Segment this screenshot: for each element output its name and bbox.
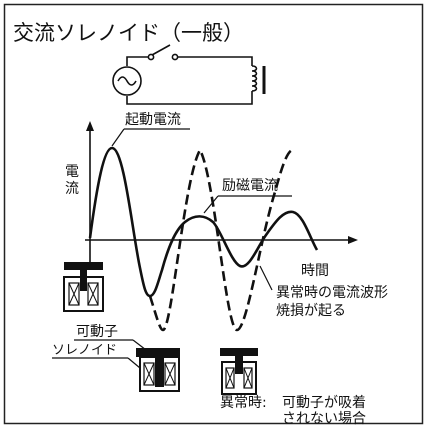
circuit bbox=[112, 44, 266, 105]
x-axis-label: 時間 bbox=[301, 263, 329, 279]
circuit-wire-top-right bbox=[178, 56, 253, 66]
label-abnormal-waveform-1: 異常時の電流波形 bbox=[276, 285, 388, 301]
coil-icon bbox=[251, 65, 266, 94]
abnormal-current-waveform bbox=[148, 147, 294, 332]
label-abnormal-note-1: 可動子が吸着 bbox=[282, 395, 366, 411]
label-inrush-current: 起動電流 bbox=[125, 112, 181, 128]
solenoid-leader bbox=[127, 357, 141, 369]
label-abnormal-waveform-2: 焼損が起る bbox=[276, 303, 346, 319]
excitation-leader bbox=[203, 195, 219, 214]
inrush-leader bbox=[111, 128, 125, 147]
solenoid-attracted-icon bbox=[136, 348, 180, 392]
label-abnormal-note-2: されない場合 bbox=[282, 411, 366, 427]
axes bbox=[85, 121, 358, 270]
solenoid-open-icon bbox=[63, 262, 104, 312]
diagram-title: 交流ソレノイド（一般） bbox=[13, 21, 244, 45]
label-solenoid: ソレノイド bbox=[52, 343, 117, 358]
ac-source-icon bbox=[112, 66, 142, 96]
y-axis-label-1: 電 bbox=[65, 164, 79, 180]
outer-border bbox=[3, 3, 424, 425]
normal-current-waveform bbox=[88, 146, 319, 298]
switch-icon bbox=[147, 44, 179, 61]
label-plunger: 可動子 bbox=[76, 324, 118, 340]
label-abnormal-prefix: 異常時: bbox=[220, 395, 267, 411]
x-axis-arrow-icon bbox=[348, 236, 358, 244]
circuit-wire-top-left bbox=[126, 56, 148, 66]
label-excitation-current: 励磁電流 bbox=[222, 178, 278, 194]
y-axis-label-2: 流 bbox=[65, 181, 79, 197]
y-axis-arrow-icon bbox=[86, 121, 94, 131]
solenoid-abnormal-icon bbox=[220, 348, 258, 395]
circuit-wire-bottom bbox=[126, 91, 253, 105]
abnormal-leader bbox=[259, 265, 273, 291]
